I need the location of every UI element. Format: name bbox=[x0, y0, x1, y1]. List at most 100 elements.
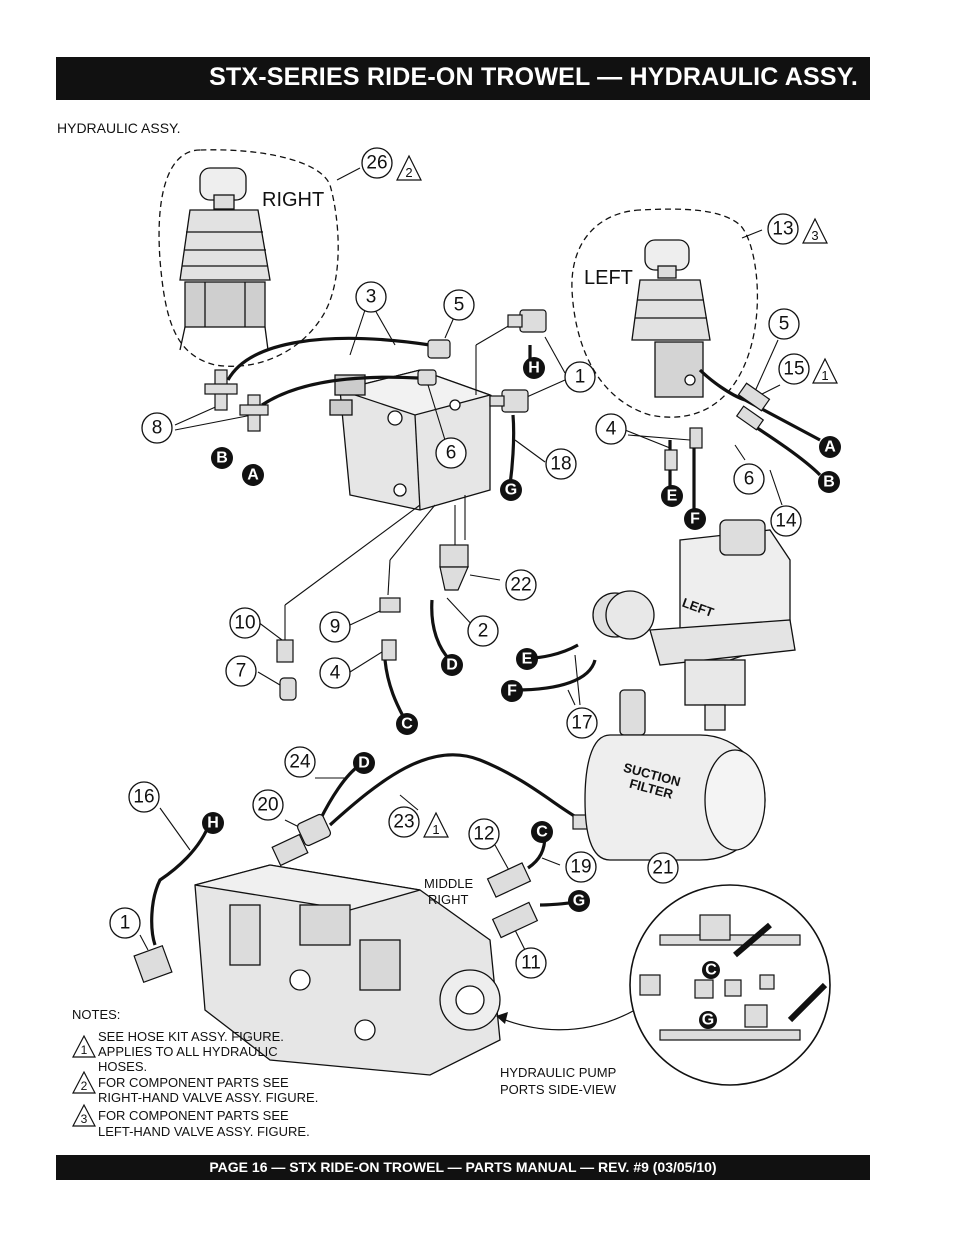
callout-26 bbox=[361, 147, 393, 179]
callout-4b-num: 4 bbox=[330, 663, 341, 684]
callout-21 bbox=[647, 852, 679, 884]
callout-22-num: 22 bbox=[510, 575, 531, 596]
port-G-3 bbox=[699, 1011, 717, 1029]
callout-13-num: 13 bbox=[772, 219, 793, 240]
port-G-2-letter: G bbox=[573, 893, 585, 910]
note-2-line-1: FOR COMPONENT PARTS SEE bbox=[98, 1075, 289, 1090]
note-3-line-2: LEFT-HAND VALVE ASSY. FIGURE. bbox=[98, 1124, 310, 1139]
callout-23-num: 23 bbox=[393, 812, 414, 833]
leader-lines bbox=[139, 167, 783, 951]
callout-15-num: 15 bbox=[783, 359, 804, 380]
callout-11 bbox=[515, 947, 547, 979]
left-joystick bbox=[631, 239, 711, 398]
right-joystick bbox=[179, 167, 271, 351]
note-3-line-1: FOR COMPONENT PARTS SEE bbox=[98, 1108, 289, 1123]
callout-8 bbox=[141, 412, 173, 444]
callout-16 bbox=[128, 781, 160, 813]
port-H-2-letter: H bbox=[207, 815, 219, 832]
callout-14-num: 14 bbox=[775, 511, 797, 532]
port-G-2 bbox=[568, 890, 590, 912]
port-D-1 bbox=[441, 654, 463, 676]
note-3-num: 3 bbox=[81, 1112, 88, 1126]
callout-12 bbox=[468, 818, 500, 850]
hoses bbox=[150, 336, 822, 946]
note-2-triangle bbox=[72, 1070, 96, 1094]
note-ref-2 bbox=[396, 154, 422, 181]
port-A-1 bbox=[242, 464, 264, 486]
callout-15 bbox=[778, 353, 810, 385]
port-D-1-letter: D bbox=[446, 657, 458, 674]
port-B-2 bbox=[818, 471, 840, 493]
title-bar: STX-SERIES RIDE-ON TROWEL — HYDRAULIC AS… bbox=[56, 57, 870, 100]
page-footer: PAGE 16 — STX RIDE-ON TROWEL — PARTS MAN… bbox=[56, 1155, 870, 1180]
callout-6a bbox=[435, 437, 467, 469]
callout-4a-num: 4 bbox=[606, 419, 617, 440]
callout-3-num: 3 bbox=[366, 287, 377, 308]
port-G-1 bbox=[500, 479, 522, 501]
callout-20-num: 20 bbox=[257, 795, 278, 816]
port-H-1 bbox=[523, 357, 545, 379]
callout-26-num: 26 bbox=[366, 153, 387, 174]
callout-14 bbox=[770, 505, 802, 537]
pump-ports-arrow bbox=[499, 1009, 636, 1031]
port-B-1-letter: B bbox=[216, 450, 228, 467]
callout-10-num: 10 bbox=[234, 613, 255, 634]
callout-10 bbox=[229, 607, 261, 639]
right-label: RIGHT bbox=[262, 189, 324, 211]
callout-11-num: 11 bbox=[521, 953, 541, 974]
callout-21-num: 21 bbox=[652, 858, 673, 879]
callout-18 bbox=[545, 448, 577, 480]
pump-ports-detail bbox=[639, 914, 828, 1041]
note-ref-1-a-num: 1 bbox=[821, 368, 828, 383]
port-H-1-letter: H bbox=[528, 360, 540, 377]
callout-6b bbox=[733, 463, 765, 495]
callout-5b-num: 5 bbox=[779, 314, 790, 335]
section-heading: HYDRAULIC ASSY. bbox=[57, 120, 181, 136]
port-F-1 bbox=[684, 508, 706, 530]
port-F-2-letter: F bbox=[507, 683, 517, 700]
callout-3 bbox=[355, 281, 387, 313]
callout-6a-num: 6 bbox=[446, 443, 457, 464]
callout-7 bbox=[225, 655, 257, 687]
note-ref-2-num: 2 bbox=[405, 165, 412, 180]
right-valve-outline bbox=[158, 149, 339, 367]
note-1-num: 1 bbox=[81, 1043, 88, 1057]
port-A-2 bbox=[819, 436, 841, 458]
note-2-num: 2 bbox=[81, 1079, 88, 1093]
callout-4a bbox=[595, 413, 627, 445]
callout-19-num: 19 bbox=[570, 857, 591, 878]
port-F-2 bbox=[501, 680, 523, 702]
port-C-2-letter: C bbox=[536, 824, 548, 841]
valve-block bbox=[329, 369, 493, 511]
callout-4b bbox=[319, 657, 351, 689]
callout-6b-num: 6 bbox=[744, 469, 755, 490]
callout-24-num: 24 bbox=[289, 752, 311, 773]
port-H-2 bbox=[202, 812, 224, 834]
callout-5b bbox=[768, 308, 800, 340]
page-title: STX-SERIES RIDE-ON TROWEL — HYDRAULIC AS… bbox=[209, 63, 858, 91]
callout-19 bbox=[565, 851, 597, 883]
port-D-2-letter: D bbox=[358, 755, 370, 772]
callout-22 bbox=[505, 569, 537, 601]
note-1-line-2: APPLIES TO ALL HYDRAULIC bbox=[98, 1044, 278, 1059]
callout-18-num: 18 bbox=[550, 454, 571, 475]
note-1-triangle bbox=[72, 1034, 96, 1058]
middle-right-label-2: RIGHT bbox=[428, 892, 469, 907]
left-valve-outline bbox=[571, 208, 759, 418]
callout-1b-num: 1 bbox=[120, 913, 131, 934]
port-C-2 bbox=[531, 821, 553, 843]
callout-1a-num: 1 bbox=[575, 367, 586, 388]
note-3-triangle bbox=[72, 1103, 96, 1127]
notes-heading: NOTES: bbox=[72, 1007, 120, 1022]
left-label: LEFT bbox=[584, 267, 633, 289]
port-C-3-letter: C bbox=[705, 962, 717, 979]
pump-ports-label-1: HYDRAULIC PUMP bbox=[500, 1065, 616, 1080]
callout-5a bbox=[443, 289, 475, 321]
callout-23 bbox=[388, 806, 420, 838]
port-C-1-letter: C bbox=[401, 716, 413, 733]
callout-7-num: 7 bbox=[236, 661, 247, 682]
port-G-3-letter: G bbox=[702, 1012, 714, 1029]
hydraulic-pump bbox=[194, 864, 501, 1076]
callout-1a bbox=[564, 361, 596, 393]
port-F-1-letter: F bbox=[690, 511, 700, 528]
